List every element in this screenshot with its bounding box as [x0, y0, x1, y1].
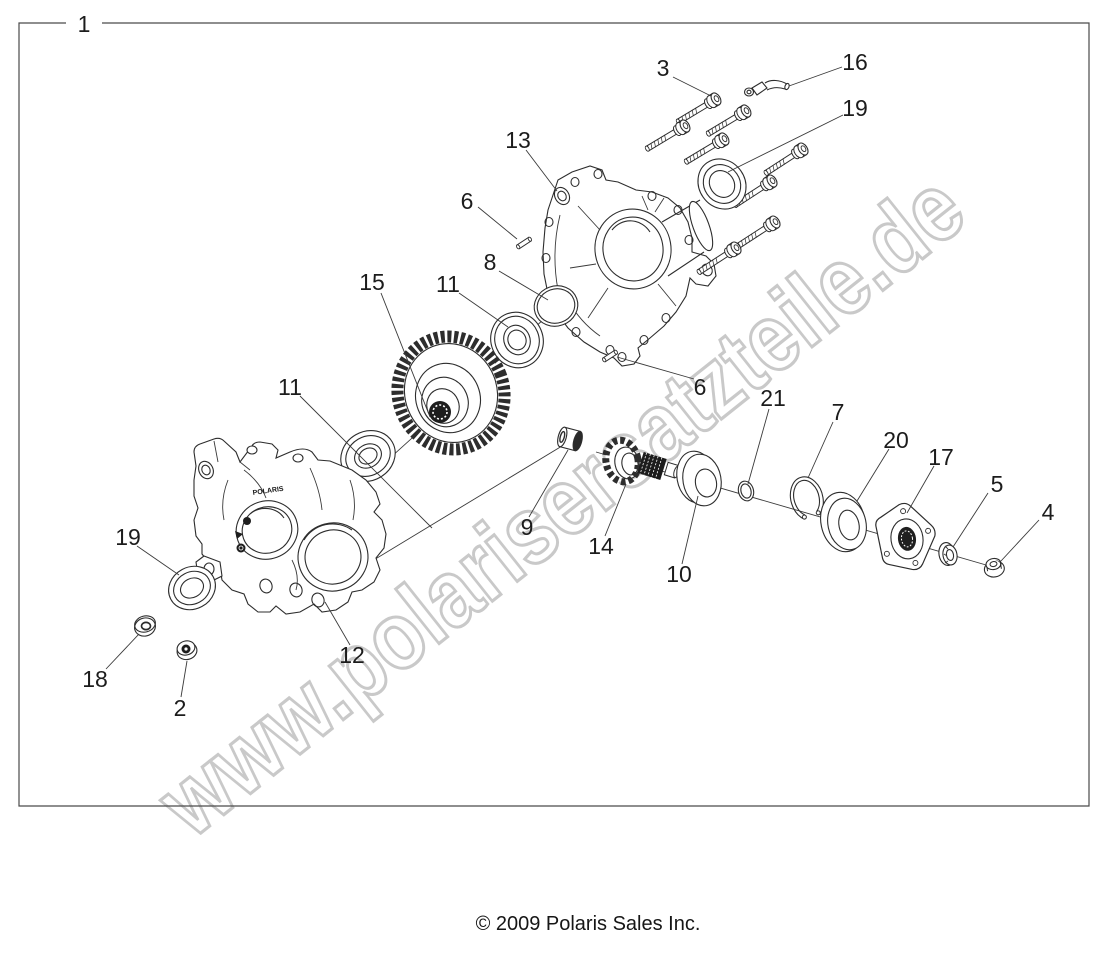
- callout-13[interactable]: 13: [505, 127, 558, 192]
- callout-label: 17: [928, 444, 954, 470]
- callout-18[interactable]: 18: [82, 633, 140, 692]
- part-bearing-center: [490, 311, 544, 369]
- callout-label: 16: [842, 49, 868, 75]
- part-seal-top: [697, 158, 747, 210]
- callout-label: 11: [436, 271, 460, 297]
- callout-12[interactable]: 12: [324, 601, 365, 668]
- callout-label: 15: [359, 269, 385, 295]
- callout-label: 7: [832, 399, 845, 425]
- callout-label: 6: [694, 374, 707, 400]
- callout-label: 4: [1042, 499, 1055, 525]
- part-nut: [983, 557, 1005, 578]
- part-front-housing: POLARIS: [193, 437, 387, 615]
- callout-17[interactable]: 17: [906, 444, 954, 514]
- callout-10[interactable]: 10: [666, 495, 699, 587]
- callout-11-center[interactable]: 11: [436, 271, 509, 328]
- part-plug-2: [176, 640, 198, 661]
- part-ring-gear: [391, 330, 511, 456]
- callout-8[interactable]: 8: [484, 249, 549, 301]
- callout-11-left[interactable]: 11: [278, 374, 433, 529]
- callout-7[interactable]: 7: [807, 399, 845, 479]
- callout-21[interactable]: 21: [747, 385, 786, 485]
- callout-19-left[interactable]: 19: [115, 524, 180, 576]
- part-bushing-9: [557, 426, 583, 452]
- diagram-border: [18, 22, 1090, 807]
- part-washer-5: [938, 542, 958, 566]
- part-shim: [533, 285, 579, 327]
- callout-19-top[interactable]: 19: [727, 95, 868, 173]
- part-vent-fitting: [743, 79, 790, 97]
- part-dowel-pin-top: [515, 236, 533, 250]
- callout-label: 19: [842, 95, 868, 121]
- part-pinion-shaft: [602, 436, 681, 486]
- part-yoke: [875, 502, 936, 571]
- callout-label: 1: [78, 11, 91, 37]
- callout-label: 5: [991, 471, 1004, 497]
- callout-label: 9: [521, 514, 534, 540]
- callout-label: 12: [339, 642, 365, 668]
- callout-20[interactable]: 20: [856, 427, 909, 502]
- part-seal-left: [168, 565, 216, 611]
- part-oring-21: [737, 480, 755, 502]
- callout-6-top[interactable]: 6: [461, 188, 518, 240]
- callout-label: 19: [115, 524, 141, 550]
- part-bearing-left: [340, 430, 396, 482]
- callout-label: 8: [484, 249, 497, 275]
- housing-brand-text: POLARIS: [252, 486, 284, 497]
- callout-label: 13: [505, 127, 531, 153]
- callout-1[interactable]: 1: [78, 11, 91, 37]
- callout-label: 18: [82, 666, 108, 692]
- callout-14[interactable]: 14: [588, 483, 627, 559]
- callout-16[interactable]: 16: [788, 49, 868, 87]
- callout-6-bottom[interactable]: 6: [616, 356, 707, 400]
- part-bearing-10: [676, 450, 722, 507]
- part-washer-20: [820, 491, 867, 553]
- callout-label: 6: [461, 188, 474, 214]
- callout-15[interactable]: 15: [359, 269, 431, 418]
- callout-label: 20: [883, 427, 909, 453]
- part-snap-ring: [789, 476, 824, 520]
- callout-label: 11: [278, 374, 302, 400]
- callout-3[interactable]: 3: [657, 55, 712, 97]
- callout-label: 14: [588, 533, 614, 559]
- copyright-text: © 2009 Polaris Sales Inc.: [476, 913, 701, 935]
- callout-9[interactable]: 9: [521, 449, 569, 540]
- callout-label: 3: [657, 55, 670, 81]
- callout-2[interactable]: 2: [174, 660, 188, 721]
- callout-5[interactable]: 5: [952, 471, 1004, 548]
- part-washer-18: [134, 615, 156, 637]
- callout-label: 2: [174, 695, 187, 721]
- callout-4[interactable]: 4: [1000, 499, 1055, 562]
- callout-label: 21: [760, 385, 786, 411]
- callout-label: 10: [666, 561, 692, 587]
